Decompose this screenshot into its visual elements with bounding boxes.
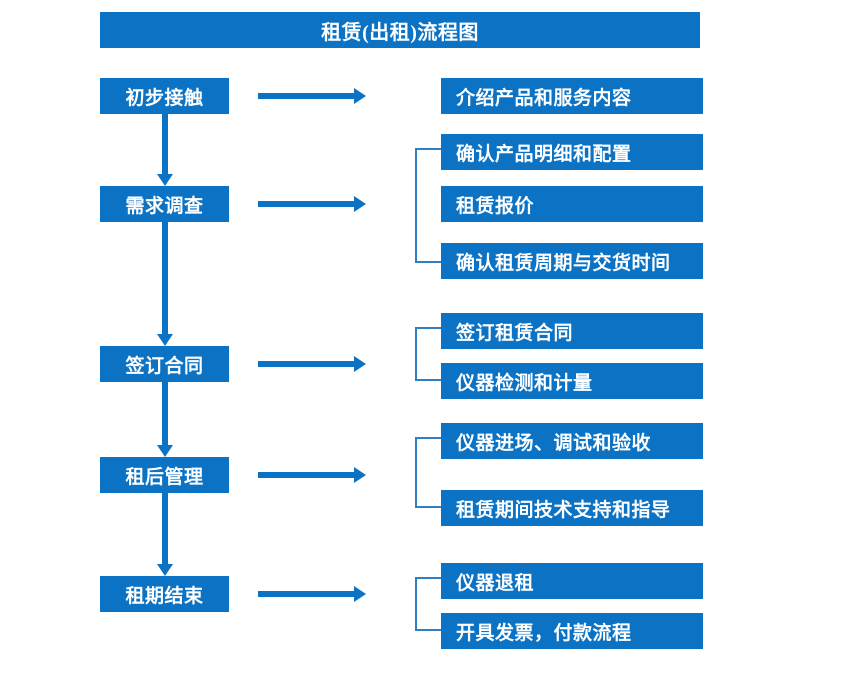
detail-box-instrument-return[interactable]: 仪器退租 <box>441 563 703 599</box>
detail-box-rental-quote[interactable]: 租赁报价 <box>441 186 703 222</box>
detail-box-instrument-delivery[interactable]: 仪器进场、调试和验收 <box>441 423 703 459</box>
stage-box-requirement-survey[interactable]: 需求调查 <box>100 186 229 222</box>
right-arrow-icon-to-post-rental <box>258 466 366 484</box>
stage-box-sign-contract[interactable]: 签订合同 <box>100 346 229 382</box>
down-arrow-icon-post-to-end <box>156 493 174 576</box>
detail-box-technical-support[interactable]: 租赁期间技术支持和指导 <box>441 490 703 526</box>
page-title: 租赁(出租)流程图 <box>100 12 700 48</box>
detail-box-confirm-period[interactable]: 确认租赁周期与交货时间 <box>441 243 703 279</box>
down-arrow-icon-contact-to-survey <box>156 114 174 186</box>
down-arrow-icon-survey-to-contract <box>156 222 174 346</box>
detail-box-introduce-products[interactable]: 介绍产品和服务内容 <box>441 78 703 114</box>
detail-box-sign-rental-contract[interactable]: 签订租赁合同 <box>441 313 703 349</box>
stage-box-lease-end[interactable]: 租期结束 <box>100 576 229 612</box>
brace-connector-icon-requirement <box>415 148 441 263</box>
stage-box-post-rental-mgmt[interactable]: 租后管理 <box>100 457 229 493</box>
brace-connector-icon-post-rental <box>415 437 441 508</box>
stage-box-initial-contact[interactable]: 初步接触 <box>100 78 229 114</box>
detail-box-invoice-payment[interactable]: 开具发票，付款流程 <box>441 613 703 649</box>
detail-box-instrument-testing[interactable]: 仪器检测和计量 <box>441 363 703 399</box>
right-arrow-icon-to-lease-end <box>258 585 366 603</box>
right-arrow-icon-to-contract <box>258 355 366 373</box>
right-arrow-icon-to-survey <box>258 195 366 213</box>
brace-connector-icon-contract <box>415 327 441 381</box>
right-arrow-icon-to-intro <box>258 87 366 105</box>
brace-connector-icon-lease-end <box>415 577 441 631</box>
detail-box-confirm-specs[interactable]: 确认产品明细和配置 <box>441 134 703 170</box>
down-arrow-icon-contract-to-post <box>156 382 174 457</box>
